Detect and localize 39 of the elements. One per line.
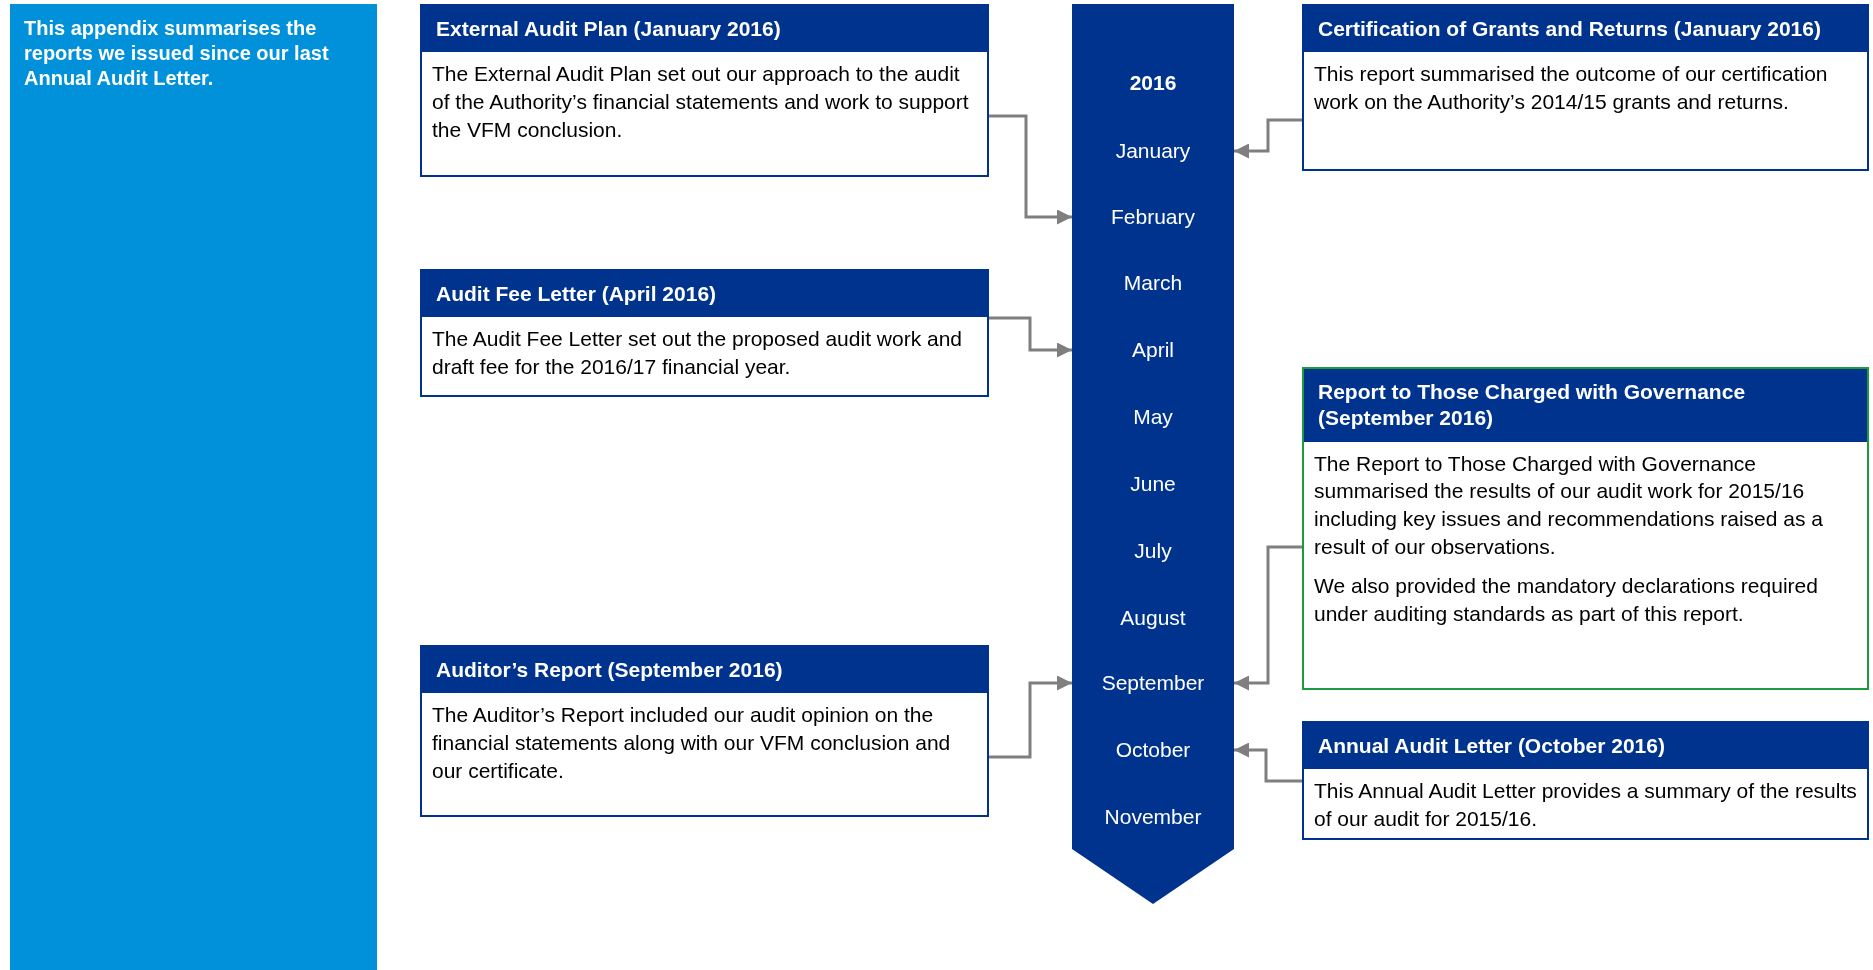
card-heading: Certification of Grants and Returns (January 2016) [1304, 6, 1867, 53]
card-description: The Report to Those Charged with Governance summarised the results of our audit work for 2015/16 including key issues and recommendations raised as a result of our observations. [1313, 450, 1824, 560]
card-description: We also provided the mandatory declarations required under auditing standards as part of this report. [1313, 573, 1819, 628]
card-description: The Audit Fee Letter set out the proposed audit work and draft fee for the 2016/17 financial year. [431, 326, 963, 380]
report-card [420, 645, 989, 817]
month-label: July [1072, 531, 1234, 571]
month-label: March [1072, 263, 1234, 303]
card-heading: Auditor’s Report (September 2016) [422, 647, 987, 694]
month-label: October [1072, 730, 1234, 770]
month-label: April [1072, 330, 1234, 370]
card-heading: Audit Fee Letter (April 2016) [422, 271, 987, 318]
card-heading: Annual Audit Letter (October 2016) [1304, 723, 1867, 770]
month-label: September [1072, 663, 1234, 703]
connector-arrow [1234, 742, 1302, 783]
card-heading: Report to Those Charged with Governance (September 2016) [1304, 369, 1867, 442]
report-card [1302, 4, 1869, 171]
card-description: This Annual Audit Letter provides a summary of the results of our audit for 2015/16. [1313, 778, 1858, 832]
connector-arrow [989, 316, 1072, 358]
connector-arrow [989, 675, 1072, 759]
intro-panel: This appendix summarises the reports we issued since our last Annual Audit Letter. [10, 4, 377, 970]
report-card [420, 4, 989, 177]
connector-arrow [1234, 118, 1302, 159]
card-description: This report summarised the outcome of our certification work on the Authority’s 2014/15 grants and returns. [1313, 61, 1829, 115]
month-label: May [1072, 397, 1234, 437]
report-card [1302, 367, 1869, 690]
month-label: February [1072, 197, 1234, 237]
year-label: 2016 [1128, 71, 1178, 95]
card-heading: External Audit Plan (January 2016) [422, 6, 987, 53]
connector-arrow [1234, 545, 1302, 691]
report-card [1302, 721, 1869, 840]
month-label: November [1072, 797, 1234, 837]
card-description: The Auditor’s Report included our audit opinion on the financial statements along with our VFM conclusion and our certificate. [431, 702, 952, 784]
connector-arrow [989, 114, 1072, 225]
report-card [420, 269, 989, 397]
month-label: June [1072, 464, 1234, 504]
month-label: August [1072, 598, 1234, 638]
month-label: January [1072, 131, 1234, 171]
timeline-arrow-band [1072, 4, 1234, 904]
card-description: The External Audit Plan set out our approach to the audit of the Authority’s financial statements and work to support the VFM conclusion. [431, 61, 970, 143]
